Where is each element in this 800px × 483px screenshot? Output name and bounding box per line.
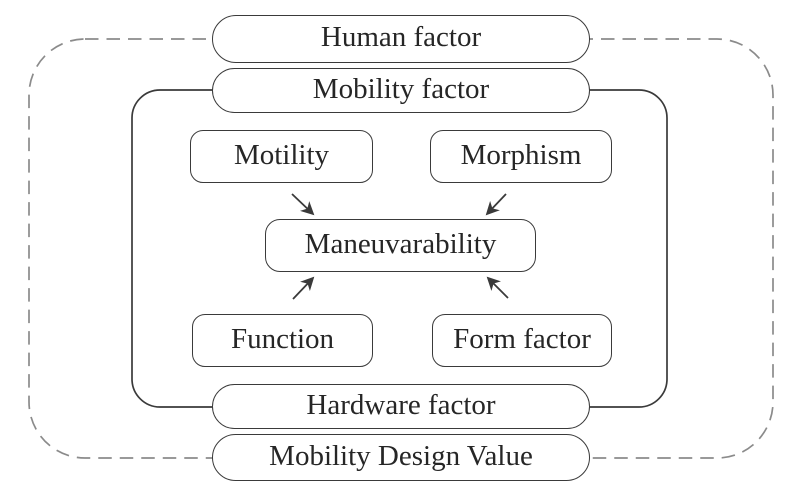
arrow-function-to-maneuvarability-icon [292,276,315,300]
node-maneuvarability: Maneuvarability [265,219,536,272]
node-human-factor: Human factor [212,15,590,63]
node-function: Function [192,314,373,367]
node-morphism: Morphism [430,130,612,183]
node-mobility-factor: Mobility factor [212,68,590,113]
node-hardware-factor: Hardware factor [212,384,590,429]
arrow-morphism-to-maneuvarability-icon [485,193,507,216]
arrow-motility-to-maneuvarability-icon [291,193,315,216]
node-mobility-design-value: Mobility Design Value [212,434,590,481]
node-motility: Motility [190,130,373,183]
node-form-factor: Form factor [432,314,612,367]
arrow-group [291,193,509,300]
arrow-formfactor-to-maneuvarability-icon [486,276,509,299]
